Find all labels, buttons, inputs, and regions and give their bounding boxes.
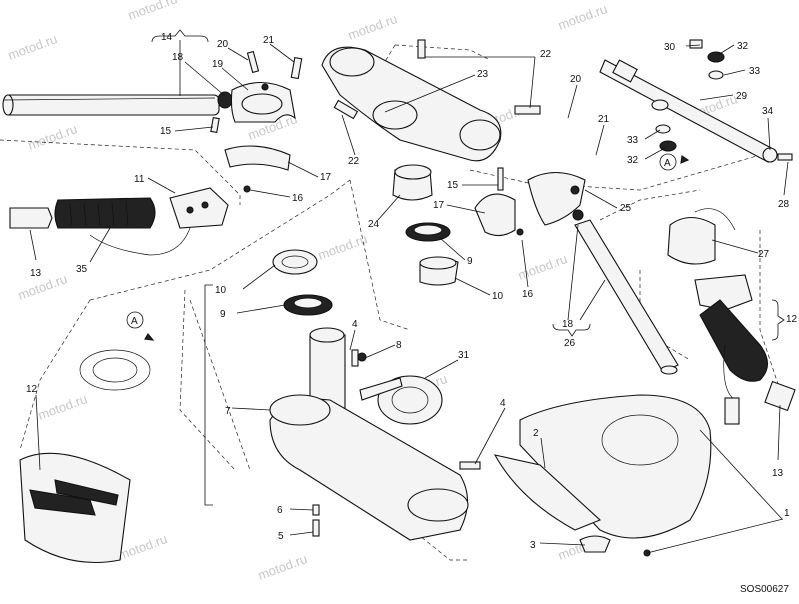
callout-13: 13 [772, 468, 784, 479]
callout-25: 25 [620, 203, 632, 214]
guard-plate [493, 394, 712, 557]
callout-16: 16 [522, 289, 534, 300]
group-bracket-7 [204, 284, 213, 506]
callout-32: 32 [737, 41, 749, 52]
callout-35: 35 [76, 264, 88, 275]
callout-10: 10 [215, 285, 227, 296]
svg-text:A: A [131, 316, 138, 327]
callout-28: 28 [778, 199, 790, 210]
callout-9: 9 [467, 256, 473, 267]
left-handlebar-clamp [210, 50, 303, 193]
callout-15: 15 [447, 180, 459, 191]
right-handlebar-tube [574, 219, 679, 375]
callout-32: 32 [627, 155, 639, 166]
watermark: motod.ru [36, 391, 89, 423]
callout-13: 13 [30, 268, 42, 279]
callout-8: 8 [396, 340, 402, 351]
callout-12: 12 [26, 384, 38, 395]
callout-4: 4 [500, 398, 506, 409]
callout-24: 24 [368, 219, 380, 230]
right-handlebar-clamp [474, 167, 586, 237]
callout-20: 20 [217, 39, 229, 50]
watermark: motod.ru [256, 551, 309, 583]
callout-9: 9 [220, 309, 226, 320]
callout-17: 17 [320, 172, 332, 183]
callout-22: 22 [348, 156, 360, 167]
callout-27: 27 [758, 249, 770, 260]
callout-15: 15 [160, 126, 172, 137]
callout-33: 33 [627, 135, 639, 146]
callout-5: 5 [278, 531, 284, 542]
watermark: motod.ru [16, 271, 69, 303]
left-handlebar-tube [2, 91, 233, 116]
group-bracket-7-link [231, 407, 271, 411]
callout-21: 21 [598, 114, 610, 125]
lower-triple-clamp [269, 327, 481, 541]
watermark: motod.ru [556, 1, 609, 33]
callout-17: 17 [433, 200, 445, 211]
horn [359, 375, 443, 425]
right-throttle-and-grip [667, 208, 796, 425]
callout-10: 10 [492, 291, 504, 302]
group-brace-12-right [771, 299, 785, 341]
group-brace-26 [552, 323, 591, 337]
leader-lines [29, 40, 789, 554]
callout-14: 14 [161, 32, 173, 43]
group-brace-14 [151, 29, 209, 43]
watermark: motod.ru [6, 31, 59, 63]
left-grip-and-switch [9, 187, 229, 256]
watermark: motod.ru [126, 0, 179, 23]
callout-21: 21 [263, 35, 275, 46]
steering-nut-and-bearings [272, 164, 459, 316]
callout-1: 1 [784, 508, 790, 519]
callout-23: 23 [477, 69, 489, 80]
watermark: motod.ru [316, 231, 369, 263]
callout-33: 33 [749, 66, 761, 77]
callout-22: 22 [540, 49, 552, 60]
callout-6: 6 [277, 505, 283, 516]
watermark: motod.ru [26, 121, 79, 153]
callout-4: 4 [352, 319, 358, 330]
reference-marker-a-left: A [126, 311, 155, 341]
callout-31: 31 [458, 350, 470, 361]
upper-triple-clamp [321, 39, 541, 162]
callout-2: 2 [533, 428, 539, 439]
callout-labels: 14 18 20 21 19 15 17 16 11 13 35 22 23 2… [26, 32, 798, 551]
callout-11: 11 [134, 174, 145, 185]
callout-3: 3 [530, 540, 536, 551]
svg-text:A: A [664, 158, 671, 169]
callout-18: 18 [562, 319, 574, 330]
left-detail-inset [19, 349, 151, 564]
drawing-code: SOS00627 [740, 584, 789, 595]
callout-34: 34 [762, 106, 774, 117]
watermark: motod.ru [346, 11, 399, 43]
callout-29: 29 [736, 91, 748, 102]
callout-26: 26 [564, 338, 576, 349]
watermark: motod.ru [116, 531, 169, 563]
callout-16: 16 [292, 193, 304, 204]
callout-19: 19 [212, 59, 224, 70]
callout-20: 20 [570, 74, 582, 85]
reference-marker-a-right: A [659, 153, 690, 171]
callout-12: 12 [786, 314, 798, 325]
callout-18: 18 [172, 52, 184, 63]
callout-30: 30 [664, 42, 676, 53]
callout-7: 7 [225, 406, 231, 417]
